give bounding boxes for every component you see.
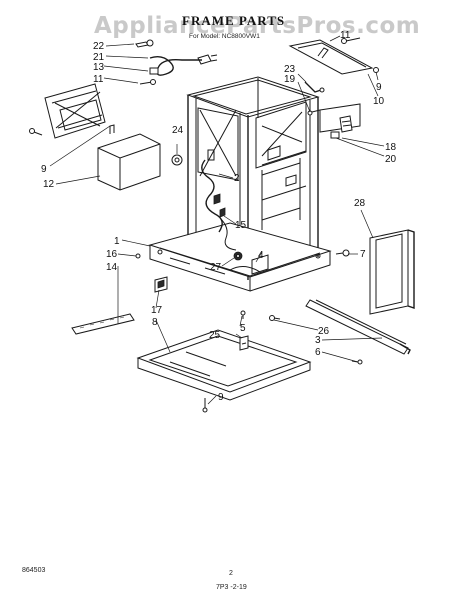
power-cord-part-21 — [149, 54, 218, 76]
callout-19: 19 — [284, 74, 296, 85]
callout-27: 27 — [210, 262, 222, 273]
callout-2: 2 — [234, 173, 240, 184]
callout-15: 15 — [235, 220, 247, 231]
screw-part-7 — [335, 249, 350, 257]
callout-18: 18 — [385, 142, 397, 153]
footer-bottom-code: 7P3 -2-19 — [216, 584, 247, 591]
strip-part-14 — [71, 313, 135, 335]
callout-9c: 9 — [218, 392, 224, 403]
side-panel-part-18 — [319, 103, 361, 139]
callout-11b: 11 — [340, 30, 351, 41]
bracket-part-17 — [154, 276, 168, 293]
callout-6: 6 — [315, 347, 321, 358]
screw-part-19 — [307, 109, 321, 116]
grommet-part-24 — [171, 154, 183, 166]
footer-left-code: 864503 — [22, 567, 45, 574]
cover-part-12 — [97, 124, 161, 191]
base-tray-part-8 — [136, 329, 312, 401]
cabinet-frame — [148, 76, 332, 292]
clip-part-13 — [149, 67, 159, 75]
callout-22: 22 — [93, 41, 105, 52]
callout-12: 12 — [43, 179, 55, 190]
callout-4: 4 — [258, 250, 264, 261]
screw-part-5 — [240, 310, 246, 319]
clip-part-25 — [239, 335, 249, 351]
callout-16: 16 — [106, 249, 118, 260]
callout-10: 10 — [373, 96, 385, 107]
rail-part-3 — [305, 299, 411, 355]
top-rail-part-10 — [288, 37, 379, 75]
filter-panel-part-28 — [369, 229, 415, 315]
callout-28: 28 — [354, 198, 366, 209]
callout-1: 1 — [114, 236, 120, 247]
callout-21: 21 — [93, 52, 105, 63]
screw-part-26 — [269, 315, 281, 321]
callout-7: 7 — [360, 249, 366, 260]
callout-14: 14 — [106, 262, 118, 273]
screw-part-22 — [135, 39, 154, 48]
leader-lines — [49, 35, 385, 405]
callout-numbers: 22 21 13 11 11 9 10 23 19 18 20 24 9 12 … — [41, 30, 397, 403]
callout-5: 5 — [240, 323, 246, 334]
screw-part-16 — [135, 253, 141, 259]
hinge-part-23 — [304, 81, 325, 93]
back-plate-part — [44, 83, 106, 139]
screw-part-9c — [202, 398, 208, 413]
callout-24: 24 — [172, 125, 184, 136]
callout-17: 17 — [151, 305, 163, 316]
model-subtitle: For Model: NC8800VW1 — [189, 33, 260, 40]
watermark: AppliancePartsPros.com — [94, 13, 420, 39]
callout-26: 26 — [318, 326, 330, 337]
callout-20: 20 — [385, 154, 397, 165]
callout-9a: 9 — [376, 82, 382, 93]
callout-23: 23 — [284, 64, 296, 75]
callout-3: 3 — [315, 335, 321, 346]
footer-page-number: 2 — [229, 570, 233, 577]
callout-11a: 11 — [93, 74, 104, 85]
screw-part-9a — [29, 128, 43, 136]
callout-9b: 9 — [41, 164, 47, 175]
screw-part-11a — [139, 79, 156, 85]
page-title: FRAME PARTS — [182, 13, 285, 28]
callout-8: 8 — [152, 317, 158, 328]
callout-13: 13 — [93, 62, 105, 73]
callout-25: 25 — [209, 330, 221, 341]
